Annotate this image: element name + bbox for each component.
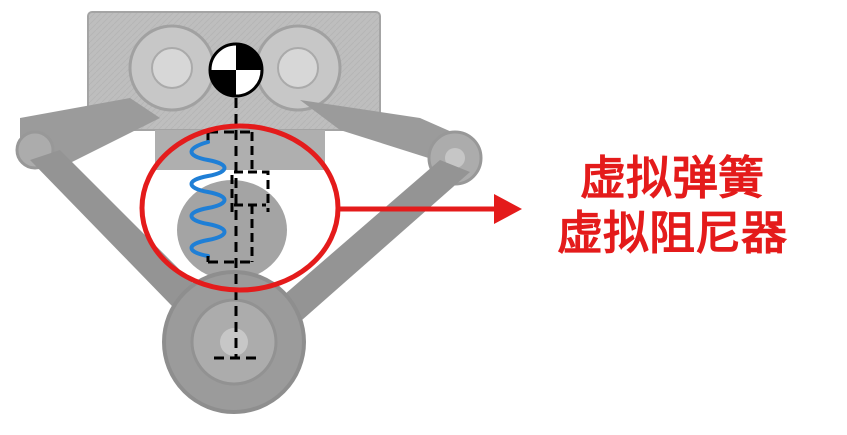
arrow-right-icon [338, 194, 522, 224]
left-upper-link [20, 98, 160, 168]
spring-icon [189, 132, 227, 262]
damper-icon [230, 132, 270, 262]
virtual-damper-label: 虚拟阻尼器 [557, 206, 787, 260]
center-of-mass-icon [208, 42, 264, 98]
virtual-spring-label: 虚拟弹簧 [580, 151, 764, 205]
right-upper-link [300, 100, 470, 168]
left-lower-link [30, 150, 230, 340]
right-lower-link [255, 160, 470, 335]
robot-leg-photo [15, 11, 483, 414]
